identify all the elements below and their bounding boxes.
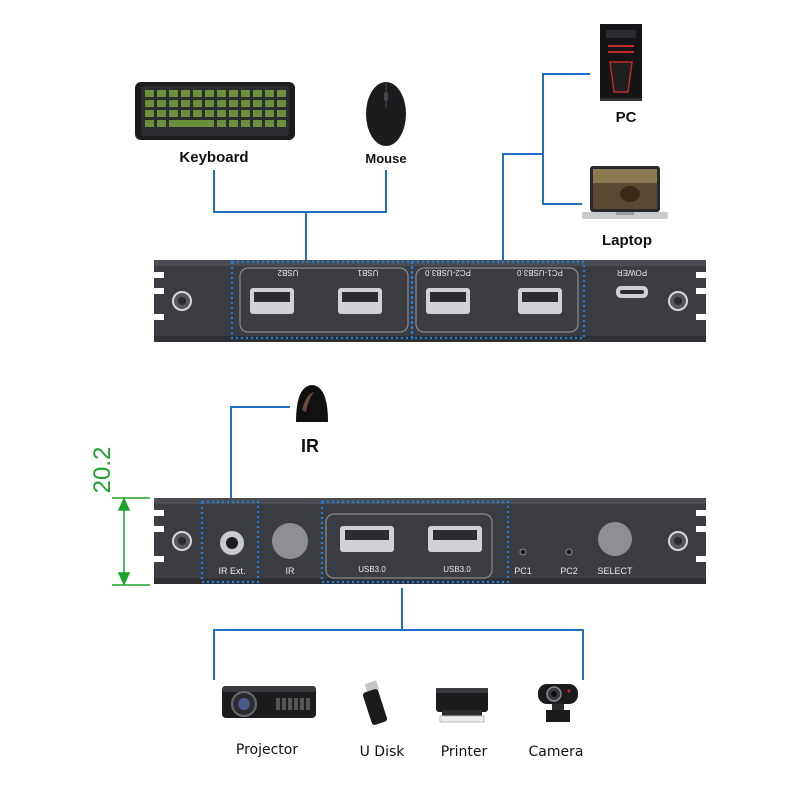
pc1-led-label: PC1: [514, 566, 532, 576]
webcam-icon: [538, 684, 578, 722]
top-panel: USB2 USB1 PC2-USB3.0 PC1-USB3.0 POWER: [154, 260, 706, 342]
u-disk-icon: [362, 680, 388, 725]
usb-right-label: USB3.0: [443, 565, 471, 574]
front-panel: IR Ext. IR USB3.0 USB3.0 PC1 PC2 SELECT: [154, 498, 706, 584]
projector-label: Projector: [235, 742, 299, 758]
pc2-port-label: PC2-USB3.0: [425, 268, 471, 277]
laptop-label: Laptop: [602, 232, 652, 249]
pc-icon: [600, 24, 642, 101]
ir-window-label: IR: [286, 566, 296, 576]
select-button-label: SELECT: [597, 566, 633, 576]
printer-icon: [436, 688, 488, 723]
power-label: POWER: [617, 268, 647, 277]
u-disk-label: U Disk: [359, 744, 405, 760]
ir-ext-label: IR Ext.: [218, 566, 245, 576]
printer-label: Printer: [440, 744, 488, 760]
camera-label: Camera: [528, 744, 584, 760]
pc-label: PC: [615, 109, 637, 126]
pc2-led-label: PC2: [560, 566, 578, 576]
laptop-icon: [582, 166, 668, 219]
mouse-label: Mouse: [365, 151, 407, 166]
pc1-port-label: PC1-USB3.0: [517, 268, 563, 277]
ir-receiver-icon: [296, 385, 328, 422]
usb1-port-label: USB1: [357, 268, 378, 277]
dimension-label: 20.2: [89, 446, 116, 494]
projector-icon: [222, 686, 316, 718]
ir-device-label: IR: [301, 436, 319, 456]
keyboard-label: Keyboard: [179, 149, 249, 166]
mouse-icon: [366, 82, 406, 146]
keyboard-icon: [135, 82, 295, 140]
usb-left-label: USB3.0: [358, 565, 386, 574]
usb2-port-label: USB2: [277, 268, 298, 277]
